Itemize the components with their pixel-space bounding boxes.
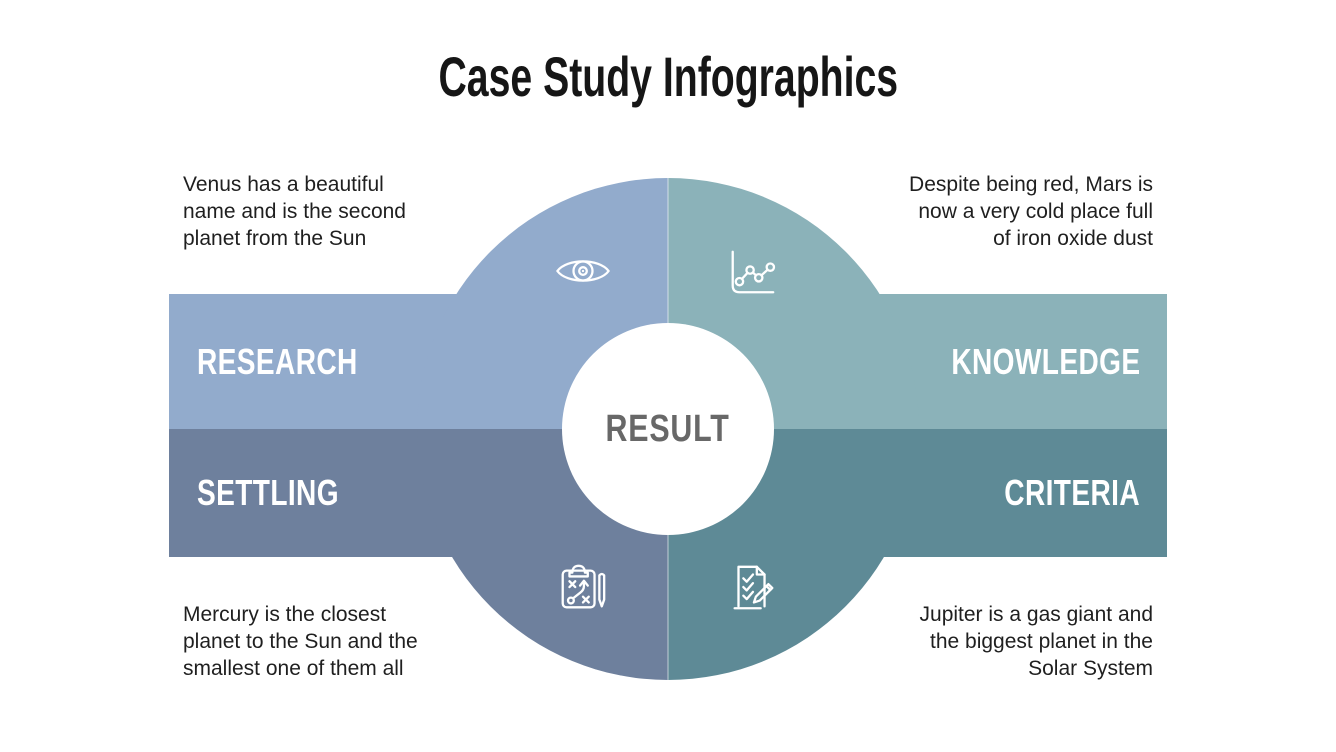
title-wrap: Case Study Infographics — [0, 44, 1336, 109]
settling-description: Mercury is the closest planet to the Sun… — [183, 603, 418, 680]
quadrant-circle — [417, 178, 919, 680]
line-chart-icon — [725, 245, 779, 299]
eye-icon — [554, 252, 612, 290]
research-label-text: RESEARCH — [197, 340, 358, 382]
research-description: Venus has a beautiful name and is the se… — [183, 173, 406, 250]
research-label: RESEARCH — [197, 294, 403, 429]
result-label: RESULT — [605, 407, 731, 450]
criteria-description: Jupiter is a gas giant and the biggest p… — [919, 603, 1153, 680]
settling-label-text: SETTLING — [197, 472, 339, 513]
settling-label: SETTLING — [197, 429, 379, 557]
knowledge-label-text: KNOWLEDGE — [950, 340, 1140, 382]
checklist-pencil-icon — [725, 561, 779, 615]
result-circle: RESULT — [562, 323, 774, 535]
strategy-clipboard-icon — [555, 561, 609, 615]
knowledge-label: KNOWLEDGE — [898, 294, 1141, 429]
criteria-label-text: CRITERIA — [1004, 472, 1140, 513]
knowledge-description: Despite being red, Mars is now a very co… — [909, 173, 1153, 250]
page-title: Case Study Infographics — [438, 45, 898, 108]
criteria-label: CRITERIA — [966, 429, 1140, 557]
